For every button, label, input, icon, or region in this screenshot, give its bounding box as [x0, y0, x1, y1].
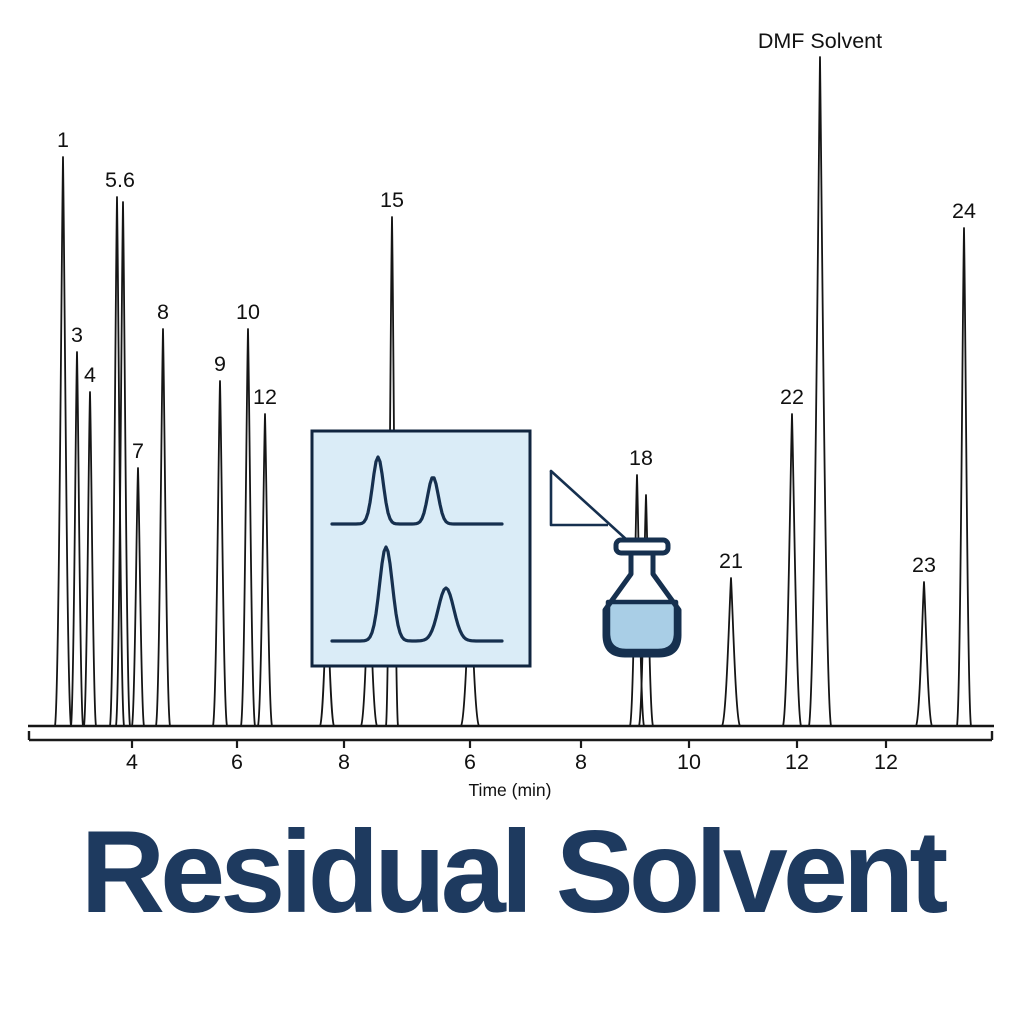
peak-label-15: 15 [380, 188, 404, 212]
peak-9 [212, 380, 228, 727]
callout-triangle-edges [549, 471, 608, 527]
x-tick-label: 6 [464, 750, 476, 774]
inset-trace-2 [330, 545, 504, 643]
flask-body-outline [602, 548, 682, 658]
peak-labels: 1 34 5.6 7 8 9 10 12 15 18 21 22 DMF Solvent 23 24 [57, 29, 976, 577]
peak-21 [721, 577, 741, 727]
peak-label-12: 12 [253, 385, 277, 409]
x-tick-label: 8 [338, 750, 350, 774]
peak-label-22: 22 [780, 385, 804, 409]
peak-4 [83, 391, 97, 727]
inset-trace-1 [330, 455, 504, 526]
x-tick-label: 8 [575, 750, 587, 774]
peak-label-3: 3 [71, 323, 83, 347]
x-axis-title: Time (min) [469, 780, 552, 800]
peak-label-4: 4 [84, 363, 96, 387]
peak-12 [257, 413, 273, 727]
peak-label-9: 9 [214, 352, 226, 376]
callout-leader-line [549, 469, 629, 542]
peak-label-21: 21 [719, 549, 743, 573]
page-title: Residual Solvent [80, 806, 949, 937]
peak-7 [131, 467, 145, 727]
peak-label-10: 10 [236, 300, 260, 324]
peak-label-24: 24 [952, 199, 976, 223]
peak-8 [155, 328, 171, 727]
peak-1 [54, 156, 72, 727]
x-tick-label: 4 [126, 750, 138, 774]
peak-dmf-solvent [808, 56, 832, 727]
zoom-callout-triangle-icon [549, 469, 629, 542]
peak-label-18: 18 [629, 446, 653, 470]
peak-unlabeled [638, 494, 654, 727]
peak-3 [70, 351, 84, 727]
peak-10 [240, 328, 256, 727]
x-tick-label: 10 [677, 750, 701, 774]
peak-22 [782, 413, 802, 727]
peak-label-dmf-solvent: DMF Solvent [758, 29, 882, 53]
peak-unlabeled [115, 201, 131, 727]
erlenmeyer-flask-icon [602, 537, 682, 658]
inset-panel-box [310, 429, 532, 668]
peak-5.6 [109, 196, 125, 727]
x-tick-label: 12 [874, 750, 898, 774]
peak-label-5.6: 5.6 [105, 168, 135, 192]
flask-lip [613, 537, 671, 556]
flask-liquid [605, 599, 679, 654]
peak-label-8: 8 [157, 300, 169, 324]
inset-chromatogram-panel [310, 429, 532, 668]
peak-label-23: 23 [912, 553, 936, 577]
peak-23 [915, 581, 933, 727]
peak-label-1: 1 [57, 128, 69, 152]
x-tick-label: 12 [785, 750, 809, 774]
peak-label-7: 7 [132, 439, 144, 463]
x-tick-label: 6 [231, 750, 243, 774]
peak-24 [956, 227, 972, 727]
